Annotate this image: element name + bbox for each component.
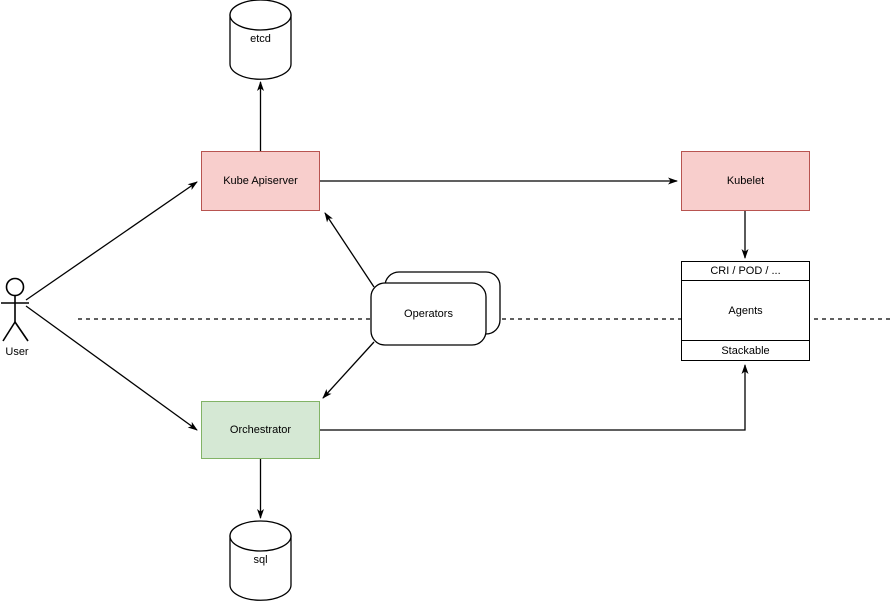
orchestrator-node[interactable]: Orchestrator xyxy=(201,401,320,459)
agents-stackable-label: Stackable xyxy=(721,344,770,357)
agents-stackable-row[interactable]: Stackable xyxy=(682,340,809,360)
etcd-cylinder-shape xyxy=(229,0,292,80)
kube-apiserver-label: Kube Apiserver xyxy=(223,175,298,187)
orchestrator-label: Orchestrator xyxy=(229,424,292,436)
edge-user-to-apiserver xyxy=(25,181,198,301)
user-actor-icon xyxy=(1,277,29,342)
agents-cri-pod-label: CRI / POD / ... xyxy=(710,265,781,277)
agents-cri-pod-row[interactable]: CRI / POD / ... xyxy=(682,262,809,281)
kubelet-label: Kubelet xyxy=(726,175,765,187)
agents-main-row[interactable]: Agents xyxy=(682,281,809,340)
agents-stack-node[interactable]: CRI / POD / ... Agents Stackable xyxy=(681,261,810,361)
user-actor-label: User xyxy=(5,346,29,358)
edge-operators-to-apiserver xyxy=(324,212,375,288)
edge-user-to-orchestrator xyxy=(25,305,198,431)
operators-stacked-shape[interactable] xyxy=(370,271,501,346)
edge-operators-to-orchestrator xyxy=(322,341,375,399)
sql-cylinder-shape xyxy=(229,520,292,601)
kubelet-node[interactable]: Kubelet xyxy=(681,151,810,211)
agents-main-label: Agents xyxy=(728,304,763,317)
edge-orchestrator-to-stackable xyxy=(320,364,749,431)
kube-apiserver-node[interactable]: Kube Apiserver xyxy=(201,151,320,211)
